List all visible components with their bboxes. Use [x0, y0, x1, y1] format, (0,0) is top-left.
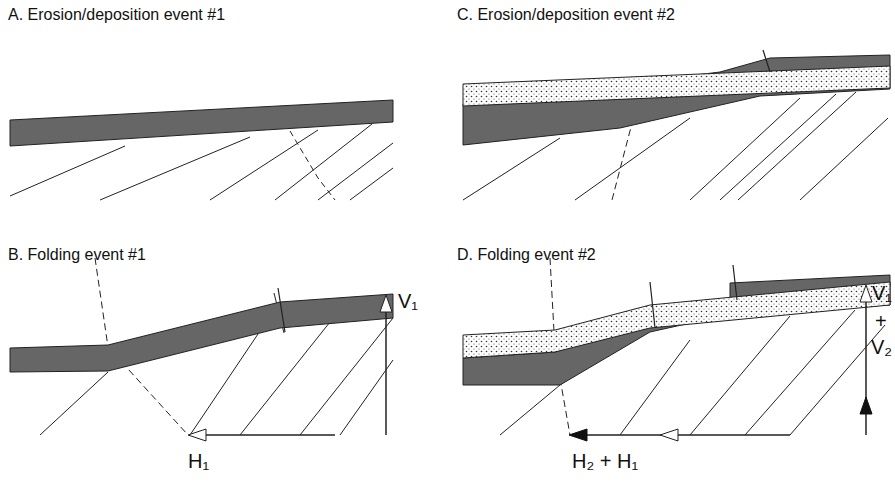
panel-title: B. Folding event #1: [8, 246, 146, 264]
horizontal-shortening-label: H₁: [188, 450, 209, 472]
panel-title: D. Folding event #2: [457, 246, 596, 264]
horizontal-shortening-label: H₂ + H₁: [572, 450, 638, 472]
plus-sign: +: [875, 310, 887, 332]
vertical-uplift-label: V₁: [872, 282, 892, 304]
panel-title: C. Erosion/deposition event #2: [457, 6, 675, 24]
vertical-uplift-label: V₂: [871, 336, 892, 358]
vertical-uplift-label: V₁: [398, 290, 418, 312]
panel-title: A. Erosion/deposition event #1: [8, 6, 225, 24]
